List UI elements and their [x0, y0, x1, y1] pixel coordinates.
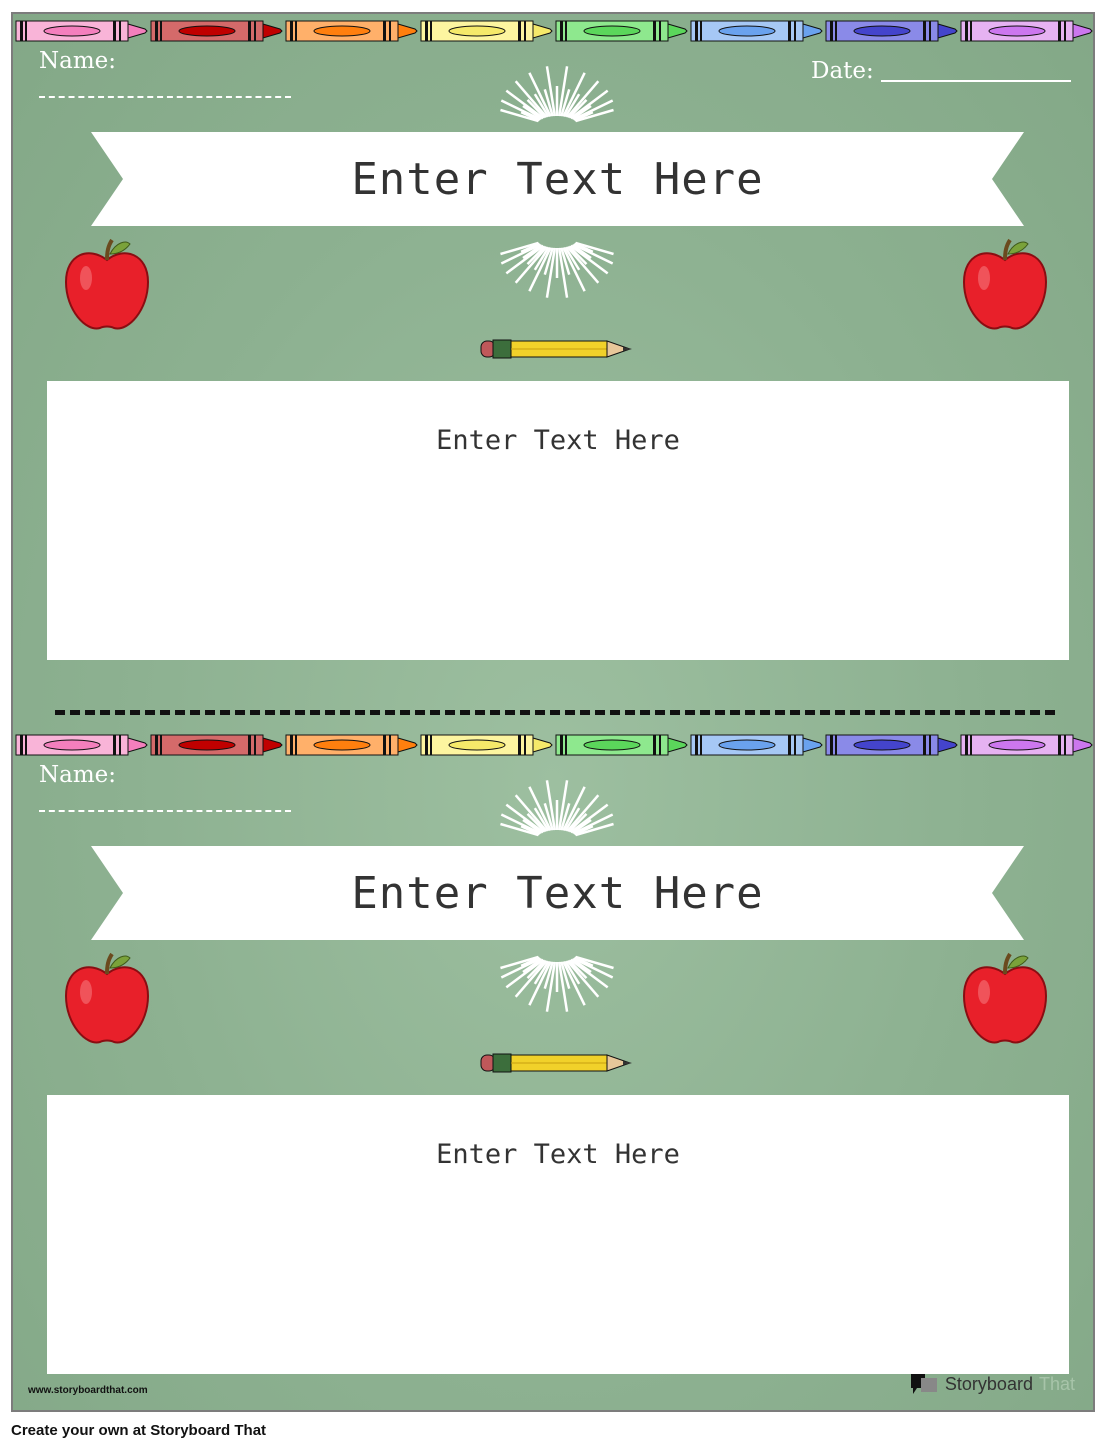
create-your-own-link[interactable]: Create your own at Storyboard That — [11, 1422, 267, 1439]
apple-icon — [962, 238, 1048, 330]
apple-icon — [64, 238, 150, 330]
crayon-icon — [960, 20, 1093, 42]
sunburst-icon — [500, 241, 614, 298]
website-url: www.storyboardthat.com — [28, 1385, 148, 1396]
name-label: Name: — [39, 762, 117, 788]
crayon-icon — [15, 734, 148, 756]
apple-icon — [64, 952, 150, 1044]
logo-storyboard: Storyboard — [944, 1373, 1033, 1394]
cut-line — [55, 710, 1055, 715]
ribbon-banner — [91, 846, 1024, 940]
crayon-icon — [150, 734, 283, 756]
crayon-icon — [420, 20, 553, 42]
crayon-icon — [825, 20, 958, 42]
crayon-icon — [555, 734, 688, 756]
crayon-border — [15, 734, 1093, 758]
crayon-icon — [15, 20, 148, 42]
name-label: Name: — [39, 48, 117, 74]
text-box[interactable]: Enter Text Here — [47, 1095, 1069, 1374]
name-line[interactable] — [39, 96, 291, 98]
worksheet-frame: Name: Date: Enter Text Here Enter Text H… — [11, 12, 1095, 1412]
crayon-icon — [825, 734, 958, 756]
crayon-icon — [285, 734, 418, 756]
date-label: Date: — [811, 58, 874, 84]
apple-icon — [962, 952, 1048, 1044]
title-text[interactable]: Enter Text Here — [351, 867, 764, 919]
text-box[interactable]: Enter Text Here — [47, 381, 1069, 660]
title-text[interactable]: Enter Text Here — [351, 153, 764, 205]
pencil-icon — [480, 1053, 632, 1073]
crayon-icon — [150, 20, 283, 42]
crayon-icon — [555, 20, 688, 42]
crayon-icon — [690, 20, 823, 42]
crayon-icon — [285, 20, 418, 42]
speech-bubble-icon — [910, 1374, 937, 1394]
crayon-icon — [960, 734, 1093, 756]
date-line[interactable] — [881, 80, 1071, 82]
body-text[interactable]: Enter Text Here — [436, 1139, 680, 1170]
worksheet-section-1: Name: Date: Enter Text Here Enter Text H… — [13, 14, 1093, 715]
crayon-icon — [690, 734, 823, 756]
pencil-icon — [480, 339, 632, 359]
worksheet-section-2: Name: Enter Text Here Enter Text Here — [13, 728, 1093, 1410]
logo-that: That — [1038, 1373, 1075, 1394]
sunburst-icon — [500, 780, 614, 837]
sunburst-icon — [500, 66, 614, 123]
ribbon-banner — [91, 132, 1024, 226]
crayon-border — [15, 20, 1093, 44]
crayon-icon — [420, 734, 553, 756]
name-line[interactable] — [39, 810, 291, 812]
sunburst-icon — [500, 955, 614, 1012]
body-text[interactable]: Enter Text Here — [436, 425, 680, 456]
